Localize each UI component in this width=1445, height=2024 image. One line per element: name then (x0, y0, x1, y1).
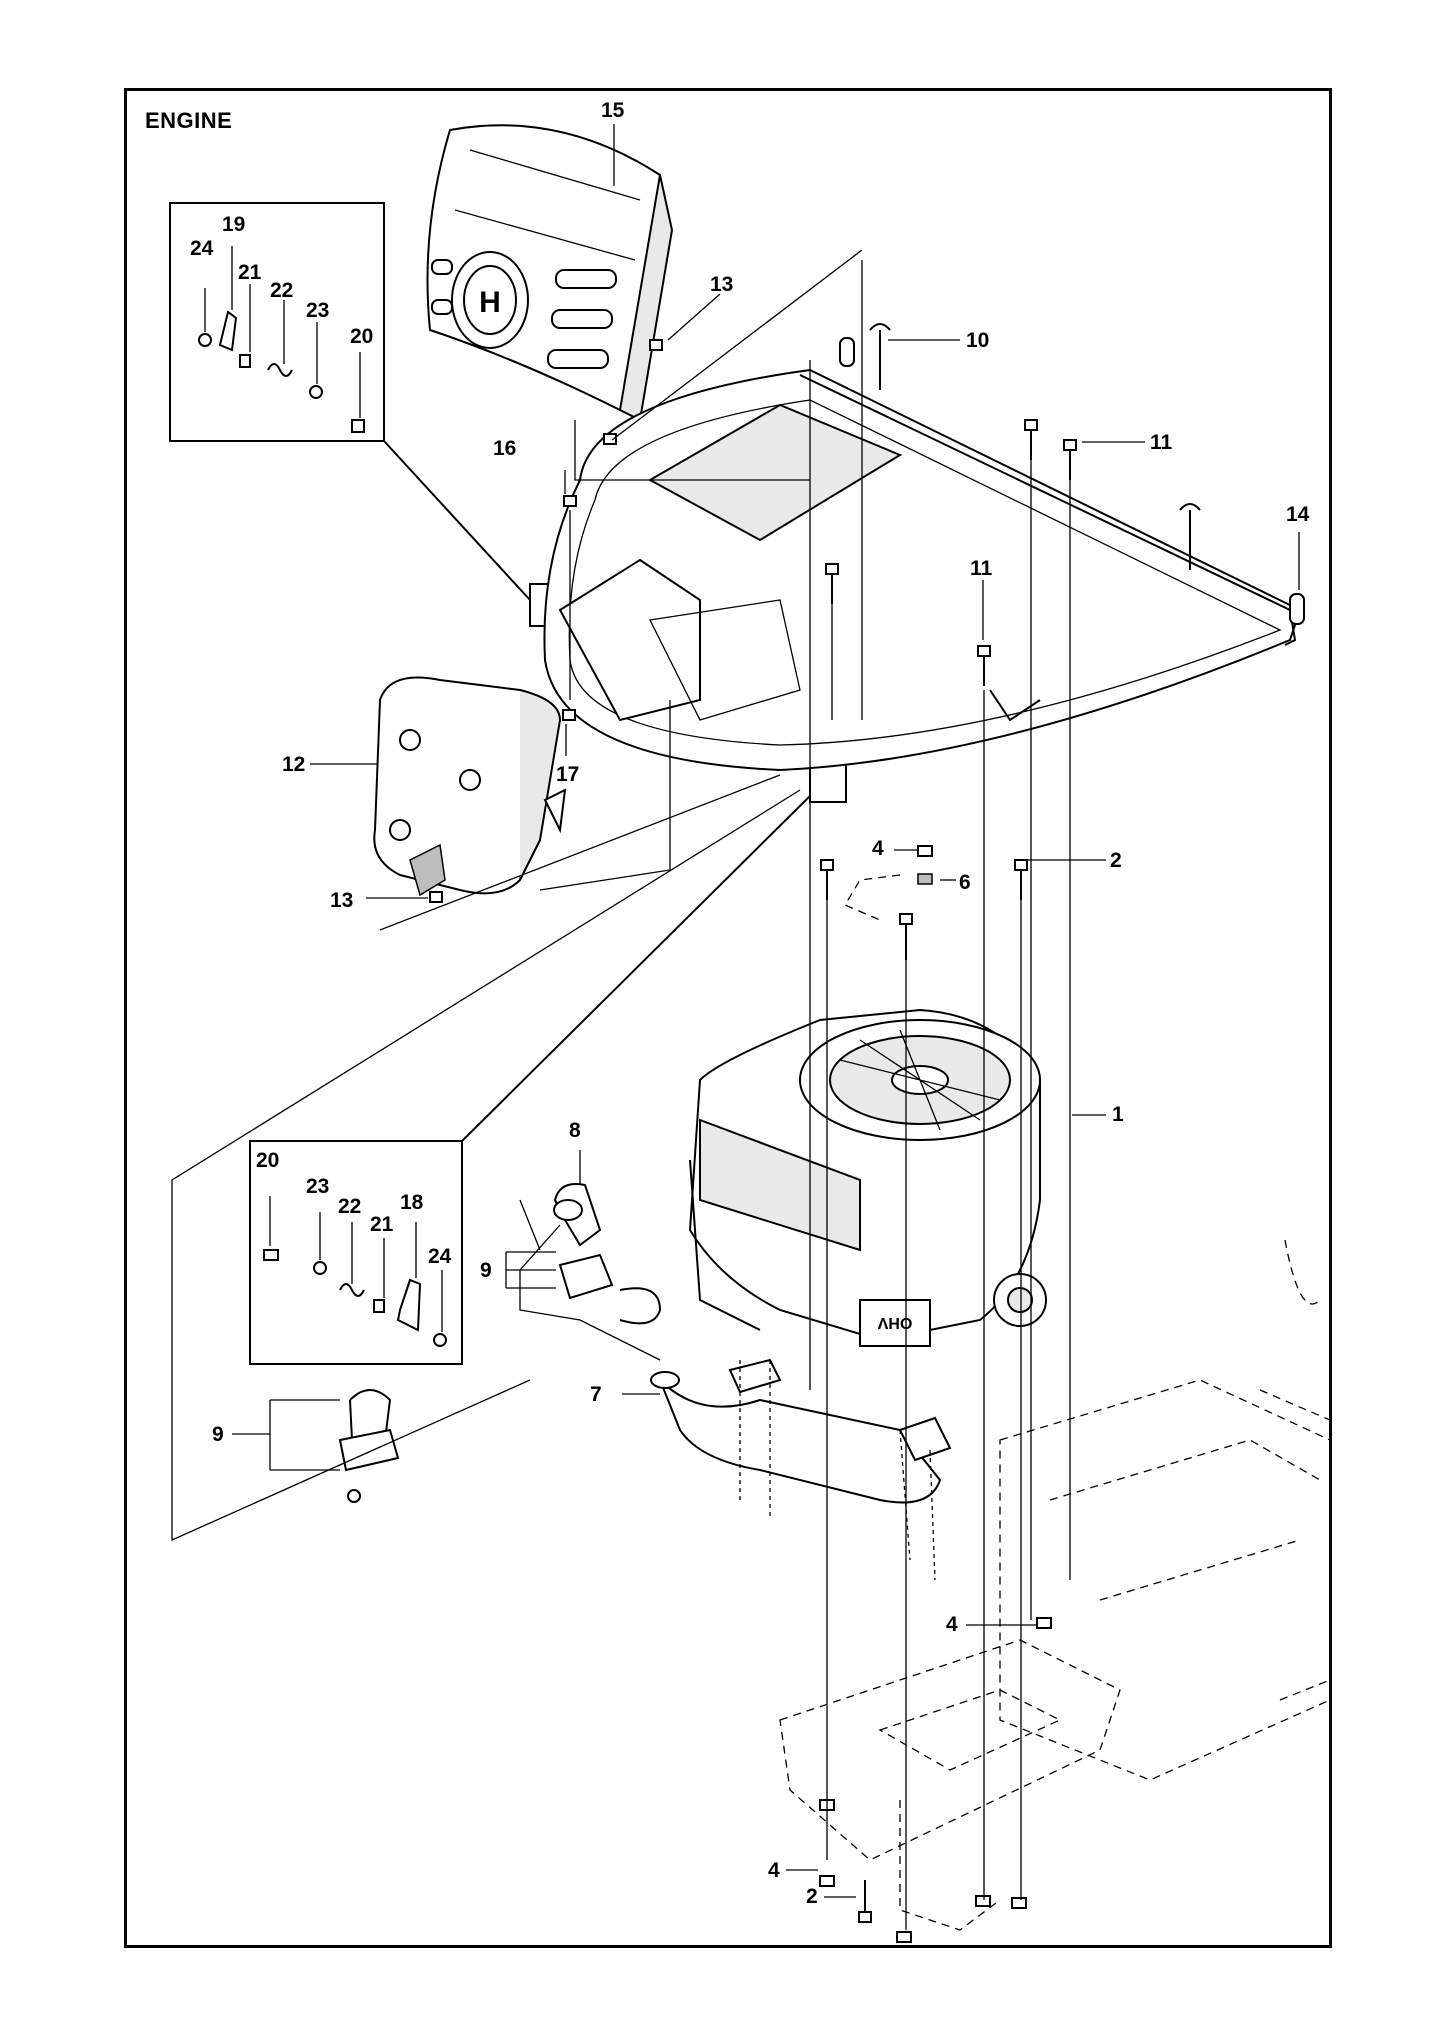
nut (562, 709, 576, 721)
nut (819, 1875, 835, 1887)
brand-logo: H (451, 251, 529, 349)
callout-16: 16 (493, 437, 517, 460)
bolt (1024, 419, 1038, 460)
bolt (858, 1880, 872, 1923)
frame-chassis-part (543, 323, 1305, 772)
inset-top-callout-21: 21 (238, 261, 262, 284)
inset-top-callout-19: 19 (222, 213, 246, 236)
callout-7: 7 (590, 1383, 602, 1406)
diagram-frame (124, 88, 1332, 1948)
callout-13-hood: 13 (710, 273, 734, 296)
engine-decal: OHV (877, 1314, 912, 1331)
elbow-pipe-part (553, 1183, 602, 1247)
inset-bottom-callout-18: 18 (400, 1191, 424, 1214)
inset-top-callout-22: 22 (270, 279, 294, 302)
engine-part: OHV (688, 1008, 1047, 1347)
callout-4-middle: 4 (946, 1613, 958, 1636)
bolt (825, 563, 839, 604)
callout-14: 14 (1286, 503, 1310, 526)
callout-2-top: 2 (1110, 849, 1122, 872)
assembly-lines (171, 249, 1071, 1930)
nut (917, 845, 933, 857)
callout-4-bottom: 4 (768, 1859, 780, 1882)
inset-bottom-callout-22: 22 (338, 1195, 362, 1218)
callout-13-muffler: 13 (330, 889, 354, 912)
inset-top-callout-24: 24 (190, 237, 214, 260)
clamp-part (338, 1253, 662, 1503)
inset-box-top (169, 202, 597, 627)
callout-9-lower: 9 (212, 1423, 224, 1446)
callout-12: 12 (282, 753, 306, 776)
bolt (1063, 439, 1077, 480)
bolt (563, 495, 577, 507)
nut (896, 1931, 912, 1943)
bolt (820, 859, 834, 900)
bolt (977, 645, 991, 686)
leader-lines (232, 124, 1300, 1898)
hood-cover-part: H (426, 124, 674, 422)
inset-bottom-parts (263, 1196, 447, 1347)
inset-top-parts (198, 246, 365, 433)
muffler-part (373, 676, 567, 897)
callout-15: 15 (601, 99, 625, 122)
inset-top-callout-20: 20 (350, 325, 374, 348)
callout-17: 17 (556, 763, 580, 786)
screw (429, 891, 443, 903)
inset-bottom-callout-21: 21 (370, 1213, 394, 1236)
nut (1011, 1897, 1027, 1909)
callout-8: 8 (569, 1119, 581, 1142)
callout-1: 1 (1112, 1103, 1124, 1126)
nut (917, 873, 933, 885)
inset-top-callout-23: 23 (306, 299, 330, 322)
bolt (899, 913, 913, 960)
nut (1036, 1617, 1052, 1629)
callout-10: 10 (966, 329, 990, 352)
bolt (1014, 859, 1028, 900)
exhaust-pipe-part (650, 1358, 952, 1504)
inset-bottom-callout-20: 20 (256, 1149, 280, 1172)
brand-logo-letter: H (479, 286, 501, 319)
mounting-plate-dashed (739, 1239, 1331, 1931)
screw (649, 339, 663, 351)
callout-6: 6 (959, 871, 971, 894)
callout-11-right: 11 (1150, 431, 1173, 454)
screw (603, 433, 617, 445)
callout-2-bottom: 2 (806, 1885, 818, 1908)
callout-4-top: 4 (872, 837, 884, 860)
nut (975, 1895, 991, 1907)
inset-bottom-callout-24: 24 (428, 1245, 452, 1268)
callout-9-upper: 9 (480, 1259, 492, 1282)
diagram-title: ENGINE (145, 108, 233, 133)
inset-bottom-callout-23: 23 (306, 1175, 330, 1198)
callout-11-center: 11 (970, 557, 993, 580)
bolts (429, 339, 1077, 1943)
